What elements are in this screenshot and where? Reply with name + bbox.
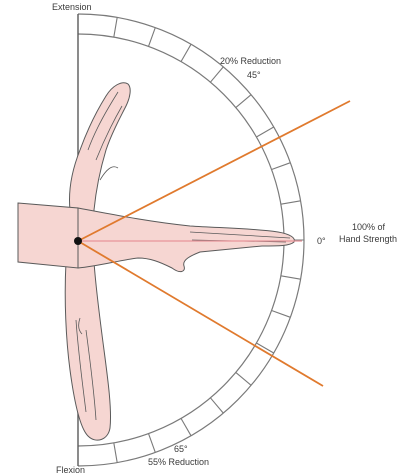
protractor-tick xyxy=(114,17,117,37)
protractor-tick xyxy=(281,276,301,279)
flexion-65-angle-line xyxy=(78,241,323,386)
protractor-tick xyxy=(149,28,156,47)
protractor-tick xyxy=(181,44,191,61)
label-extension-reduction: 20% Reduction xyxy=(220,56,281,67)
label-zero-degree: 0° xyxy=(317,236,326,247)
label-flexion: Flexion xyxy=(56,465,85,476)
extension-45-angle-line xyxy=(78,101,350,241)
label-extension-angle: 45° xyxy=(247,70,261,81)
protractor-tick xyxy=(272,311,291,318)
label-extension: Extension xyxy=(52,2,92,13)
protractor-tick xyxy=(114,443,117,463)
protractor-tick xyxy=(236,95,251,108)
hand-horizontal xyxy=(78,208,294,272)
protractor-tick xyxy=(210,67,223,82)
label-flexion-reduction: 55% Reduction xyxy=(148,457,209,468)
wrist-pivot-point xyxy=(74,237,82,245)
protractor-tick xyxy=(210,398,223,413)
label-flexion-angle: 65° xyxy=(174,444,188,455)
protractor-tick xyxy=(181,418,191,435)
label-full-strength-2: Hand Strength xyxy=(339,234,397,245)
protractor-tick xyxy=(256,127,273,137)
protractor-tick xyxy=(236,372,251,385)
forearm xyxy=(18,203,78,268)
protractor-tick xyxy=(272,163,291,170)
label-full-strength-1: 100% of xyxy=(352,222,385,233)
protractor-tick xyxy=(281,201,301,204)
protractor-tick xyxy=(149,434,156,453)
